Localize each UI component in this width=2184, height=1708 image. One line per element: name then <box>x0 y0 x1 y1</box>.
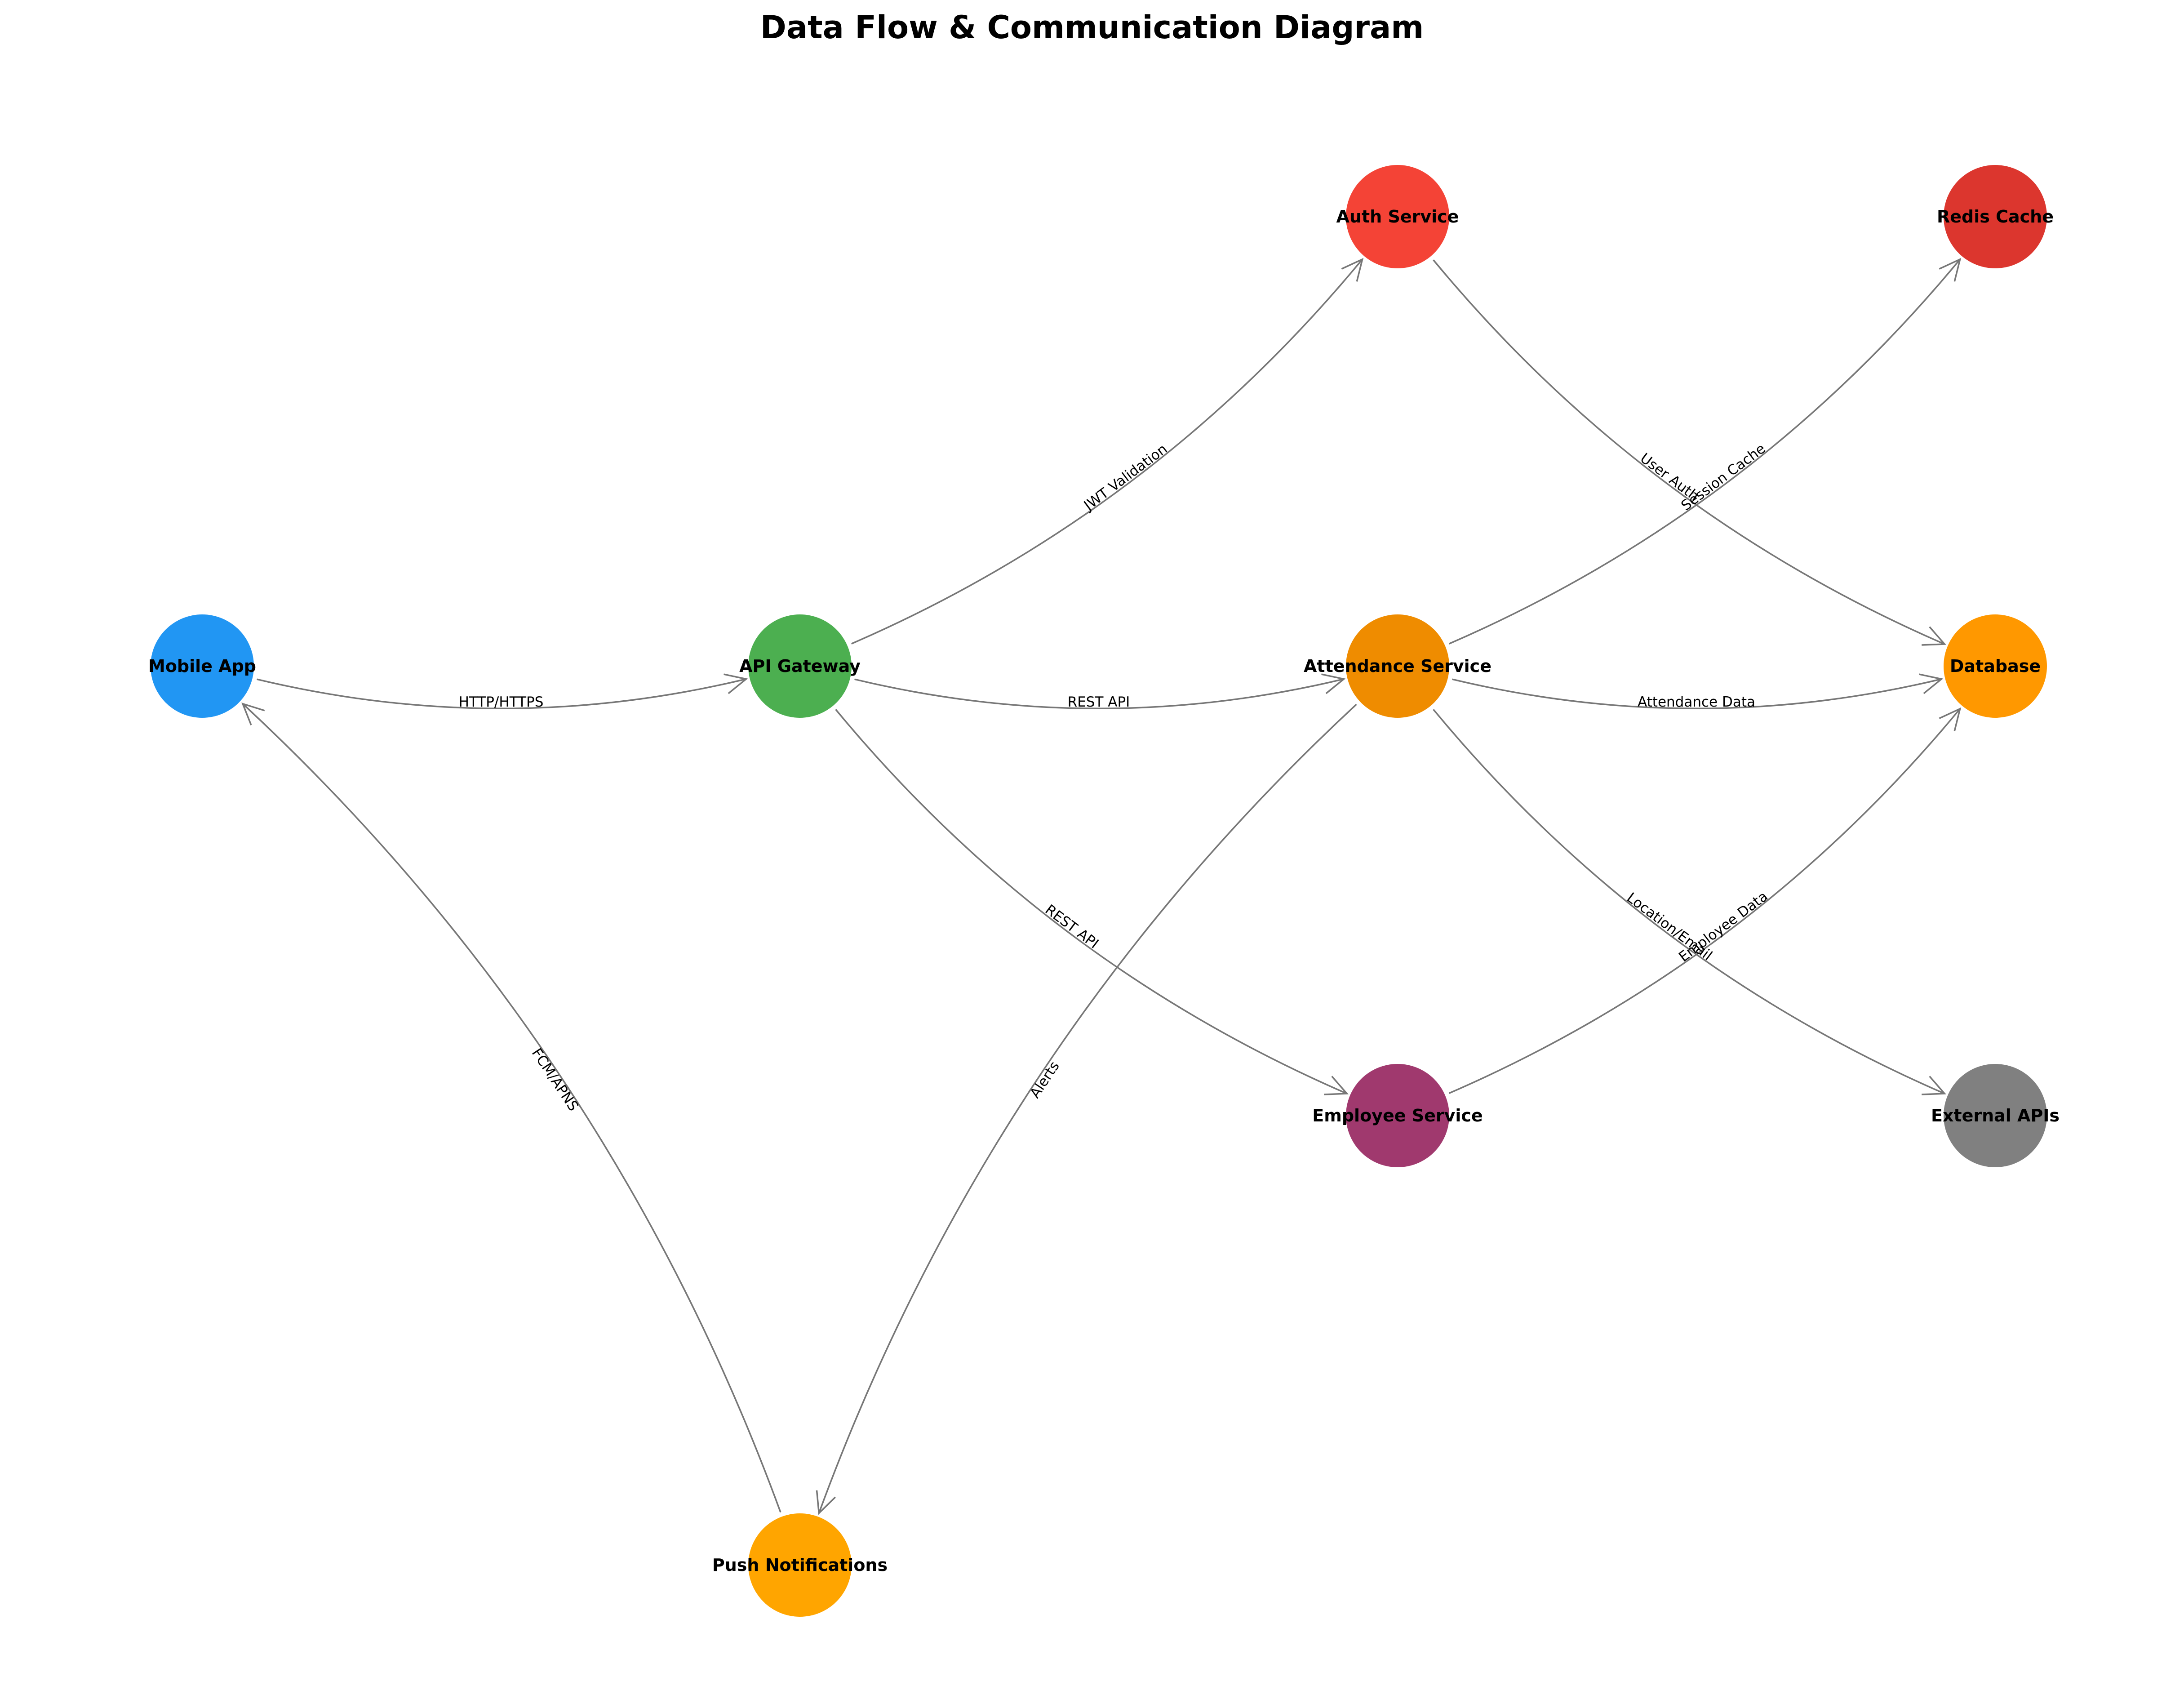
edge-label: JWT Validation <box>1080 441 1170 514</box>
node-auth-label: Auth Service <box>1336 207 1459 227</box>
nodes-layer: Mobile App API Gateway Auth ServiceAttenda… <box>148 165 2060 1617</box>
edge-gateway-to-auth <box>851 258 1363 645</box>
arrowhead-push-to-mobile <box>241 702 265 725</box>
node-attendance: Attendance Service <box>1304 614 1492 718</box>
diagram-title: Data Flow & Communication Diagram <box>760 9 1424 46</box>
node-database: Database <box>1944 614 2047 718</box>
arrowhead-gateway-to-attendance <box>1321 673 1346 694</box>
arrowhead-gateway-to-employee <box>1324 1076 1349 1095</box>
edge-gateway-to-attendance <box>854 678 1344 710</box>
node-mobile-label: Mobile App <box>148 656 256 676</box>
edge-label: REST API <box>1068 694 1130 710</box>
edge-label: Attendance Data <box>1638 694 1755 710</box>
edge-attendance-to-redis <box>1448 258 1961 645</box>
node-database-circle <box>1944 614 2047 718</box>
node-push-circle <box>748 1513 852 1617</box>
node-push: Push Notifications <box>712 1513 888 1617</box>
arrowhead-attendance-to-redis <box>1939 258 1962 282</box>
node-auth: Auth Service <box>1336 165 1459 268</box>
node-employee: Employee Service <box>1312 1064 1483 1167</box>
node-external: External APIs <box>1931 1064 2060 1167</box>
edge-label: Employee Data <box>1676 888 1771 965</box>
arrowhead-attendance-to-external <box>1922 1076 1946 1095</box>
edge-label: REST API <box>1042 902 1101 952</box>
arrowhead-mobile-to-gateway <box>724 673 748 694</box>
node-database-label: Database <box>1950 656 2041 676</box>
edge-attendance-to-push <box>818 703 1357 1514</box>
edge-label: Alerts <box>1027 1059 1063 1101</box>
node-redis-circle <box>1944 165 2047 268</box>
edge-gateway-to-employee <box>835 709 1347 1094</box>
node-attendance-circle <box>1346 614 1449 718</box>
edge-push-to-mobile <box>242 703 781 1513</box>
arrowhead-employee-to-database <box>1939 707 1962 731</box>
edge-label: Session Cache <box>1678 440 1768 514</box>
arrowhead-attendance-to-push <box>816 1490 836 1515</box>
node-gateway-circle <box>748 614 852 718</box>
node-external-label: External APIs <box>1931 1106 2060 1125</box>
node-redis-label: Redis Cache <box>1937 207 2054 227</box>
node-auth-circle <box>1346 165 1449 268</box>
node-gateway-label: API Gateway <box>739 656 861 676</box>
edge-label: HTTP/HTTPS <box>459 694 544 710</box>
node-mobile: Mobile App <box>148 614 256 718</box>
node-mobile-circle <box>151 614 254 718</box>
node-attendance-label: Attendance Service <box>1304 656 1492 676</box>
node-push-label: Push Notifications <box>712 1555 888 1575</box>
edge-mobile-to-gateway <box>257 678 746 710</box>
node-employee-label: Employee Service <box>1312 1106 1483 1125</box>
arrowhead-gateway-to-auth <box>1341 258 1364 282</box>
edge-attendance-to-database <box>1452 678 1942 710</box>
node-gateway: API Gateway <box>739 614 861 718</box>
edges-layer <box>241 258 1962 1515</box>
node-external-circle <box>1944 1064 2047 1167</box>
node-redis: Redis Cache <box>1937 165 2054 268</box>
edge-employee-to-database <box>1448 708 1961 1094</box>
arrowhead-auth-to-database <box>1922 626 1946 646</box>
edge-label: FCM/APNS <box>528 1045 582 1114</box>
node-employee-circle <box>1346 1064 1449 1167</box>
edge-auth-to-database <box>1433 259 1945 645</box>
arrowhead-attendance-to-database <box>1919 673 1944 694</box>
edge-attendance-to-external <box>1433 709 1945 1094</box>
